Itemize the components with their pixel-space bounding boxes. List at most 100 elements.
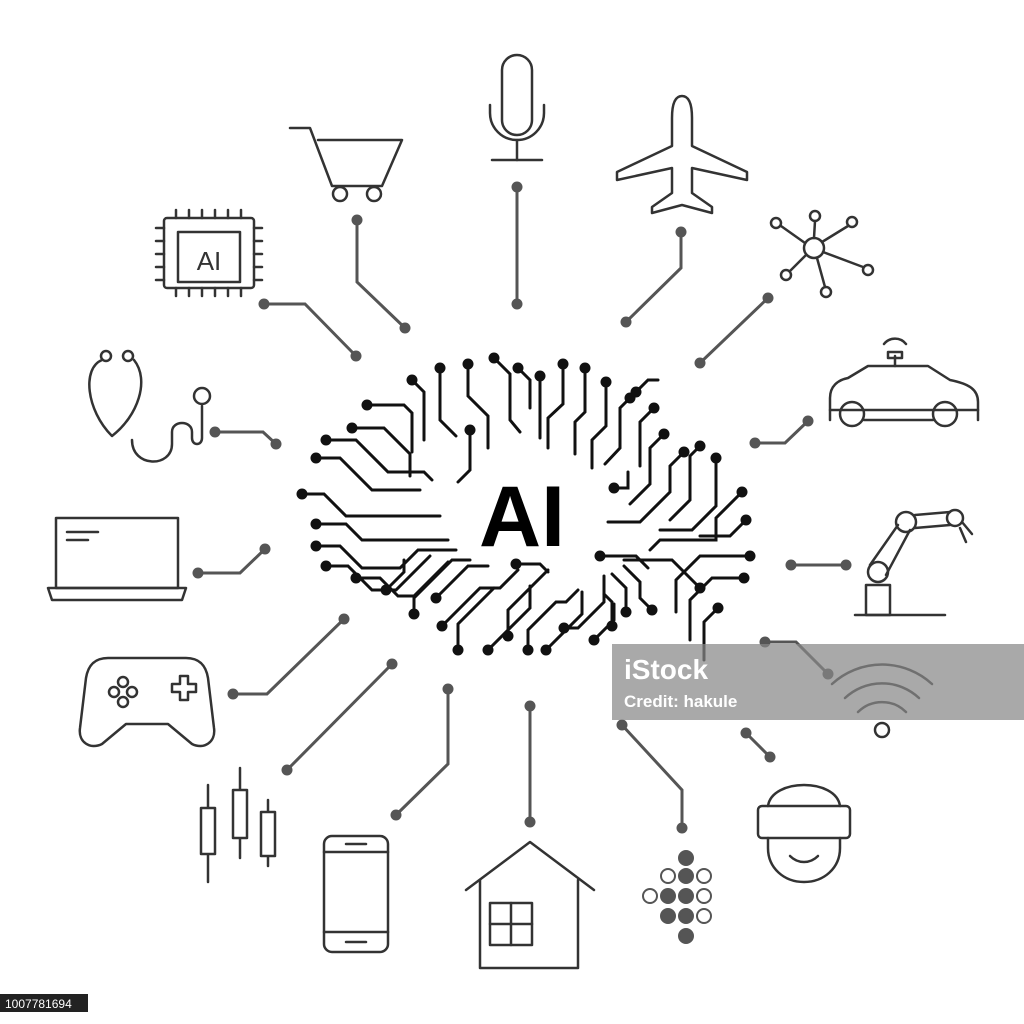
connector-line	[215, 430, 278, 446]
circuit-trace	[506, 568, 550, 638]
stock-id-badge: 1007781694	[0, 994, 88, 1012]
circuit-node	[694, 582, 706, 594]
circuit-node	[430, 592, 442, 604]
matrix-dot	[660, 888, 676, 904]
circuit-trace	[314, 522, 450, 542]
circuit-trace	[314, 544, 458, 570]
circuit-node	[534, 370, 546, 382]
circuit-trace	[324, 438, 434, 482]
circuit-trace	[598, 554, 650, 570]
center-ai-label: AI	[479, 469, 565, 565]
icon-connectors	[192, 181, 852, 834]
circuit-trace	[658, 456, 718, 532]
circuit-node	[594, 550, 606, 562]
circuit-trace	[492, 356, 522, 434]
connector-dot	[616, 719, 628, 731]
circuit-trace	[622, 564, 654, 612]
circuit-trace	[350, 426, 412, 478]
circuit-node	[310, 540, 322, 552]
connector-dot	[740, 727, 752, 739]
circuit-trace	[546, 362, 565, 450]
connector-dot	[511, 298, 523, 310]
connector-line	[698, 296, 770, 365]
circuit-node	[488, 352, 500, 364]
circuit-trace	[573, 366, 587, 456]
connector-dot	[259, 543, 271, 555]
circuit-trace	[603, 396, 632, 466]
connector-line	[394, 689, 450, 817]
circuit-trace	[410, 378, 426, 442]
circuit-trace	[514, 562, 550, 574]
circuit-trace	[466, 362, 490, 450]
airplane-icon	[615, 94, 749, 215]
circuit-trace	[544, 590, 584, 652]
circuit-node	[406, 374, 418, 386]
circuit-node	[512, 362, 524, 374]
watermark-credit: Credit: hakule	[624, 692, 737, 711]
connector-dot	[192, 567, 204, 579]
circuit-trace	[602, 592, 614, 628]
circuit-node	[630, 386, 642, 398]
matrix-dot	[678, 868, 694, 884]
circuit-node	[462, 358, 474, 370]
circuit-node	[588, 634, 600, 646]
connector-line	[198, 547, 267, 575]
circuit-node	[740, 514, 752, 526]
connector-dot	[620, 316, 632, 328]
circuit-node	[434, 362, 446, 374]
connector-dot	[675, 226, 687, 238]
connector-line	[755, 419, 810, 445]
connector-line	[233, 617, 346, 696]
matrix-dot	[678, 908, 694, 924]
circuit-trace	[456, 428, 472, 484]
circuit-trace	[638, 406, 656, 468]
circuit-node	[736, 486, 748, 498]
ai-chip-icon	[154, 208, 264, 298]
connector-dot	[840, 559, 852, 571]
circuit-trace	[698, 518, 748, 538]
circuit-node	[744, 550, 756, 562]
connector-dot	[524, 700, 536, 712]
connector-dot	[676, 822, 688, 834]
connector-dot	[351, 214, 363, 226]
circuit-node	[310, 452, 322, 464]
matrix-dot	[696, 868, 712, 884]
laptop-icon	[46, 516, 188, 602]
chip-ai-label: AI	[197, 246, 222, 276]
circuit-trace	[628, 432, 666, 506]
circuit-trace	[516, 366, 532, 410]
connector-dot	[399, 322, 411, 334]
connector-dot	[227, 688, 239, 700]
matrix-dot	[642, 888, 658, 904]
matrix-dot	[696, 908, 712, 924]
game-controller-icon	[78, 656, 216, 748]
matrix-dot	[678, 850, 694, 866]
network-node-icon	[769, 209, 875, 299]
stethoscope-icon	[88, 349, 212, 463]
circuit-node	[361, 399, 373, 411]
circuit-trace	[590, 380, 608, 470]
connector-dot	[749, 437, 761, 449]
circuit-trace	[668, 444, 702, 522]
matrix-dot	[660, 908, 676, 924]
circuit-node	[694, 440, 706, 452]
circuit-node	[557, 358, 569, 370]
circuit-trace	[610, 572, 628, 614]
circuit-node	[436, 620, 448, 632]
shopping-cart-icon	[288, 126, 404, 203]
connector-line	[744, 731, 772, 759]
circuit-trace	[440, 568, 520, 628]
connector-dot	[442, 683, 454, 695]
matrix-dot	[678, 928, 694, 944]
connector-line	[264, 302, 358, 358]
circuit-trace	[674, 554, 752, 614]
circuit-trace	[634, 378, 660, 394]
connector-dot	[281, 764, 293, 776]
circuit-trace	[622, 558, 702, 590]
circuit-node	[502, 630, 514, 642]
robot-arm-icon	[853, 508, 974, 617]
circuit-node	[296, 488, 308, 500]
stock-id: 1007781694	[5, 997, 72, 1011]
circuit-trace	[606, 450, 686, 524]
